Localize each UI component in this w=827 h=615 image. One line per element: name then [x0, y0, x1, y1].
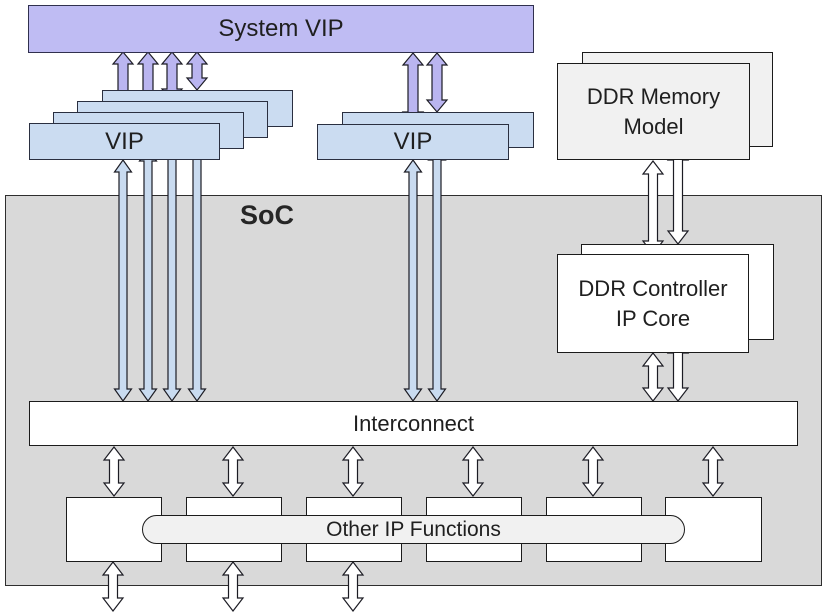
vip-to-interconnect-arrow	[427, 146, 447, 403]
vip-left-label: VIP	[105, 127, 144, 155]
vip-to-interconnect-arrow	[162, 136, 182, 403]
vip-to-interconnect-arrow	[113, 158, 133, 403]
interconnect-to-ip-arrow	[701, 446, 725, 497]
ip-external-port-arrow	[101, 561, 125, 612]
ddr-memory-model-block: DDR Memory Model	[557, 63, 750, 160]
interconnect-to-ip-arrow	[221, 446, 245, 497]
ddr-controller-block: DDR Controller IP Core	[557, 254, 749, 353]
interconnect-to-ip-arrow	[581, 446, 605, 497]
interconnect-to-ip-arrow	[102, 446, 126, 497]
ddr-memory-model-label: DDR Memory Model	[586, 83, 721, 139]
soc-label: SoC	[240, 200, 294, 230]
other-ip-functions-label: Other IP Functions	[326, 517, 501, 541]
vip-right-label: VIP	[393, 128, 433, 155]
system-vip-to-vip-arrow	[425, 52, 449, 113]
vip-to-interconnect-arrow	[403, 158, 423, 403]
system-vip-to-vip-arrow	[185, 51, 209, 91]
vip-left-block: VIP	[29, 123, 220, 160]
interconnect-to-ip-arrow	[461, 446, 485, 497]
other-ip-functions-pill: Other IP Functions	[142, 515, 685, 544]
ddr-link-arrow	[666, 146, 690, 245]
ddr-link-arrow	[641, 160, 665, 255]
interconnect-to-ip-arrow	[341, 446, 365, 497]
ip-external-port-arrow	[341, 561, 365, 612]
vip-to-interconnect-arrow	[187, 125, 207, 403]
interconnect-label: Interconnect	[352, 410, 475, 436]
ddr-controller-label: DDR Controller IP Core	[578, 275, 728, 331]
system-vip-block: System VIP	[28, 5, 534, 53]
vip-to-interconnect-arrow	[138, 147, 158, 403]
vip-right-block: VIP	[317, 124, 509, 160]
ddr-link-arrow	[641, 352, 665, 402]
system-vip-label: System VIP	[218, 15, 344, 42]
interconnect-bar: Interconnect	[29, 401, 798, 446]
ip-external-port-arrow	[221, 561, 245, 612]
